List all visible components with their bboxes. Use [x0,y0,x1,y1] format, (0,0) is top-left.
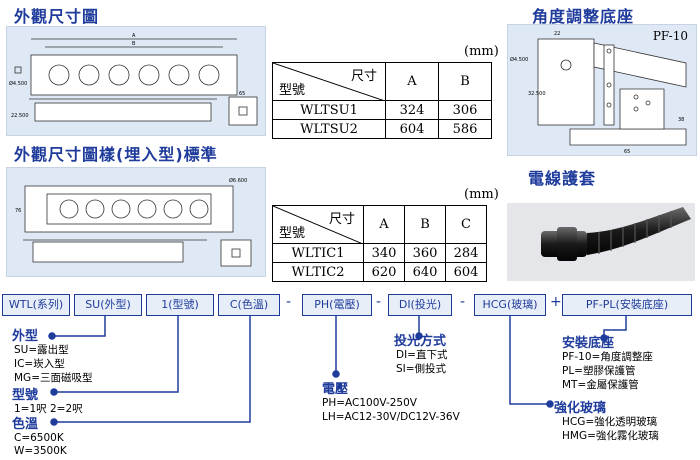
bracket-model-label: PF-10 [652,29,688,43]
table2-cell: 640 [404,262,446,282]
bracket-65-label: 65 [624,149,630,155]
legend-model-item: 1=1呎 2=2呎 [14,403,83,415]
legend-model-label: 型號 [12,388,39,403]
table1-cell: 586 [438,119,492,139]
table2-cell: WLTIC2 [272,262,364,282]
embedded-drawing-panel: Ø6.600 76 [6,167,266,277]
sleeve-photo [507,203,695,281]
legend-glass-item: HMG=強化霧化玻璃 [562,430,659,442]
dim-a-label: A [132,33,136,39]
sleeve-image [541,207,691,261]
bracket-hole-label: Ø4.500 [510,56,528,63]
table2-corner-header: 尺寸 型號 [272,205,364,244]
table1-cell: 324 [385,100,439,120]
legend-voltage-label: 電壓 [322,382,349,397]
table2-cell: 284 [445,243,487,263]
table1-corner-header: 尺寸 型號 [272,62,386,101]
legend-shape-item: SU=露出型 [14,344,69,356]
legend-mount-label: 安裝底座 [562,336,615,351]
table2-cell: 620 [363,262,405,282]
code-plus: + [550,294,562,310]
legend-beam-item: DI=直下式 [396,349,448,361]
legend-shape-item: MG=三面磁吸型 [14,372,93,384]
dim-b-label: B [132,41,136,47]
dimension-title: 外觀尺寸圖 [14,7,100,26]
code-beam: DI(投光) [388,294,452,316]
bracket-22-label: 22 [554,31,560,37]
surface-drawing-panel: A B Ø4.500 22.500 65 [6,26,266,136]
legend-beam-label: 投光方式 [394,334,447,349]
bracket-drawing-panel: PF-10 22 Ø4.500 32.500 65 38 [507,24,697,156]
bracket-drawing: 22 Ø4.500 32.500 65 38 [510,31,687,155]
bracket-title: 角度調整底座 [532,7,635,26]
hole-label: Ø4.500 [9,80,27,87]
legend-mount-item: MT=金屬保護管 [562,379,639,391]
sleeve-title: 電線護套 [528,169,597,188]
surface-drawing: A B Ø4.500 22.500 65 [9,33,258,126]
embedded-drawing: Ø6.600 76 [15,177,252,267]
code-voltage: PH(電壓) [302,294,372,316]
legend-color-item: W=3500K [14,445,67,457]
table2-col-c: C [445,205,487,244]
legend-glass-item: HCG=強化透明玻璃 [562,416,658,428]
legend-shape-item: IC=崁入型 [14,358,65,370]
code-sep: - [460,294,466,310]
table2-cell: 604 [445,262,487,282]
table1-cell: WLTSU2 [272,119,386,139]
table2-cell: 340 [363,243,405,263]
legend-voltage-item: PH=AC100V-250V [322,397,417,409]
table1-col-a: A [385,62,439,101]
legend-voltage-item: LH=AC12-30V/DC12V-36V [322,411,460,423]
legend-beam-item: SI=側投式 [396,363,447,375]
embedded-title: 外觀尺寸圖樣(埋入型)標準 [14,145,218,164]
code-color: C(色溫) [218,294,280,316]
table1: 尺寸 型號 A B WLTSU1 324 306 WLTSU2 604 586 [272,62,492,139]
table2-unit: (mm) [464,187,499,202]
code-model: 1(型號) [146,294,214,316]
code-series: WTL(系列) [2,294,70,316]
legend-mount-item: PL=塑膠保護管 [562,365,636,377]
height-label: 22.500 [11,113,29,119]
legend-mount-item: PF-10=角度調整座 [562,351,653,363]
embed-hole-label: Ø6.600 [229,177,247,184]
legend-shape-label: 外型 [12,329,39,344]
embed-c-label: 76 [15,208,21,214]
table2-header-top: 尺寸 [328,212,355,227]
table1-col-b: B [438,62,492,101]
legend-glass-label: 強化玻璃 [554,401,607,416]
table2: 尺寸 型號 A B C WLTIC1 340 360 284 WLTIC2 62… [272,205,487,282]
code-glass: HCG(玻璃) [474,294,546,316]
code-shape: SU(外型) [74,294,142,316]
table1-header-bottom: 型號 [279,83,306,98]
table1-header-top: 尺寸 [350,69,377,84]
code-sep: - [286,294,292,310]
depth-label: 65 [239,91,245,97]
code-mount: PF-PL(安裝底座) [562,294,692,316]
legend-color-label: 色溫 [12,417,39,432]
code-sep: - [376,294,382,310]
table2-header-bottom: 型號 [279,226,306,241]
table1-cell: 604 [385,119,439,139]
legend-color-item: C=6500K [14,432,64,444]
bracket-height-label: 32.500 [528,91,546,97]
bracket-38-label: 38 [678,117,684,123]
table1-unit: (mm) [464,44,499,59]
